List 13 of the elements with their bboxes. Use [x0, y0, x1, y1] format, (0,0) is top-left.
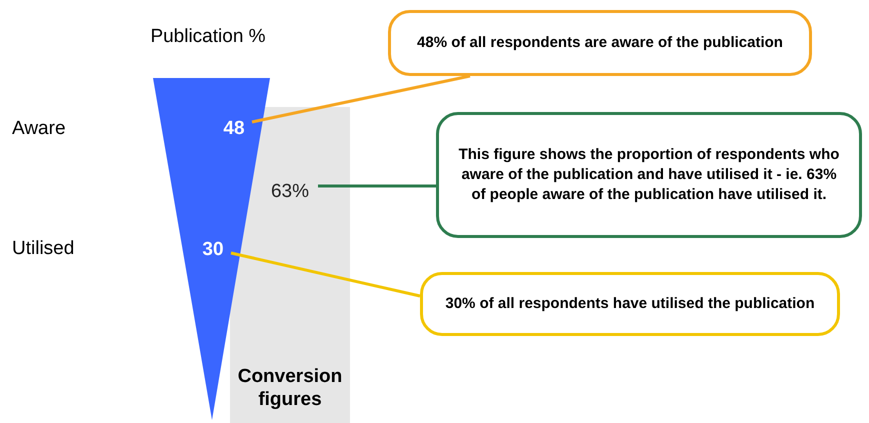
funnel-value: 48	[216, 115, 252, 143]
callout-box: 30% of all respondents have utilised the publication	[420, 272, 840, 336]
callout-box: This figure shows the proportion of respondents who aware of the publication and have utilised it - ie. 63% of people aware of the publication have utilised it.	[436, 112, 862, 238]
leader-line	[252, 74, 470, 124]
leader-line	[230, 252, 420, 298]
callout-box: 48% of all respondents are aware of the publication	[388, 10, 812, 76]
conversion-value: 63%	[262, 178, 318, 206]
funnel-value: 30	[195, 236, 231, 264]
axis-heading: Publication %	[150, 26, 266, 48]
row-label: Aware	[12, 118, 67, 140]
band-caption: Conversion figures	[236, 366, 344, 412]
row-label: Utilised	[12, 238, 76, 260]
leader-line	[318, 184, 436, 188]
